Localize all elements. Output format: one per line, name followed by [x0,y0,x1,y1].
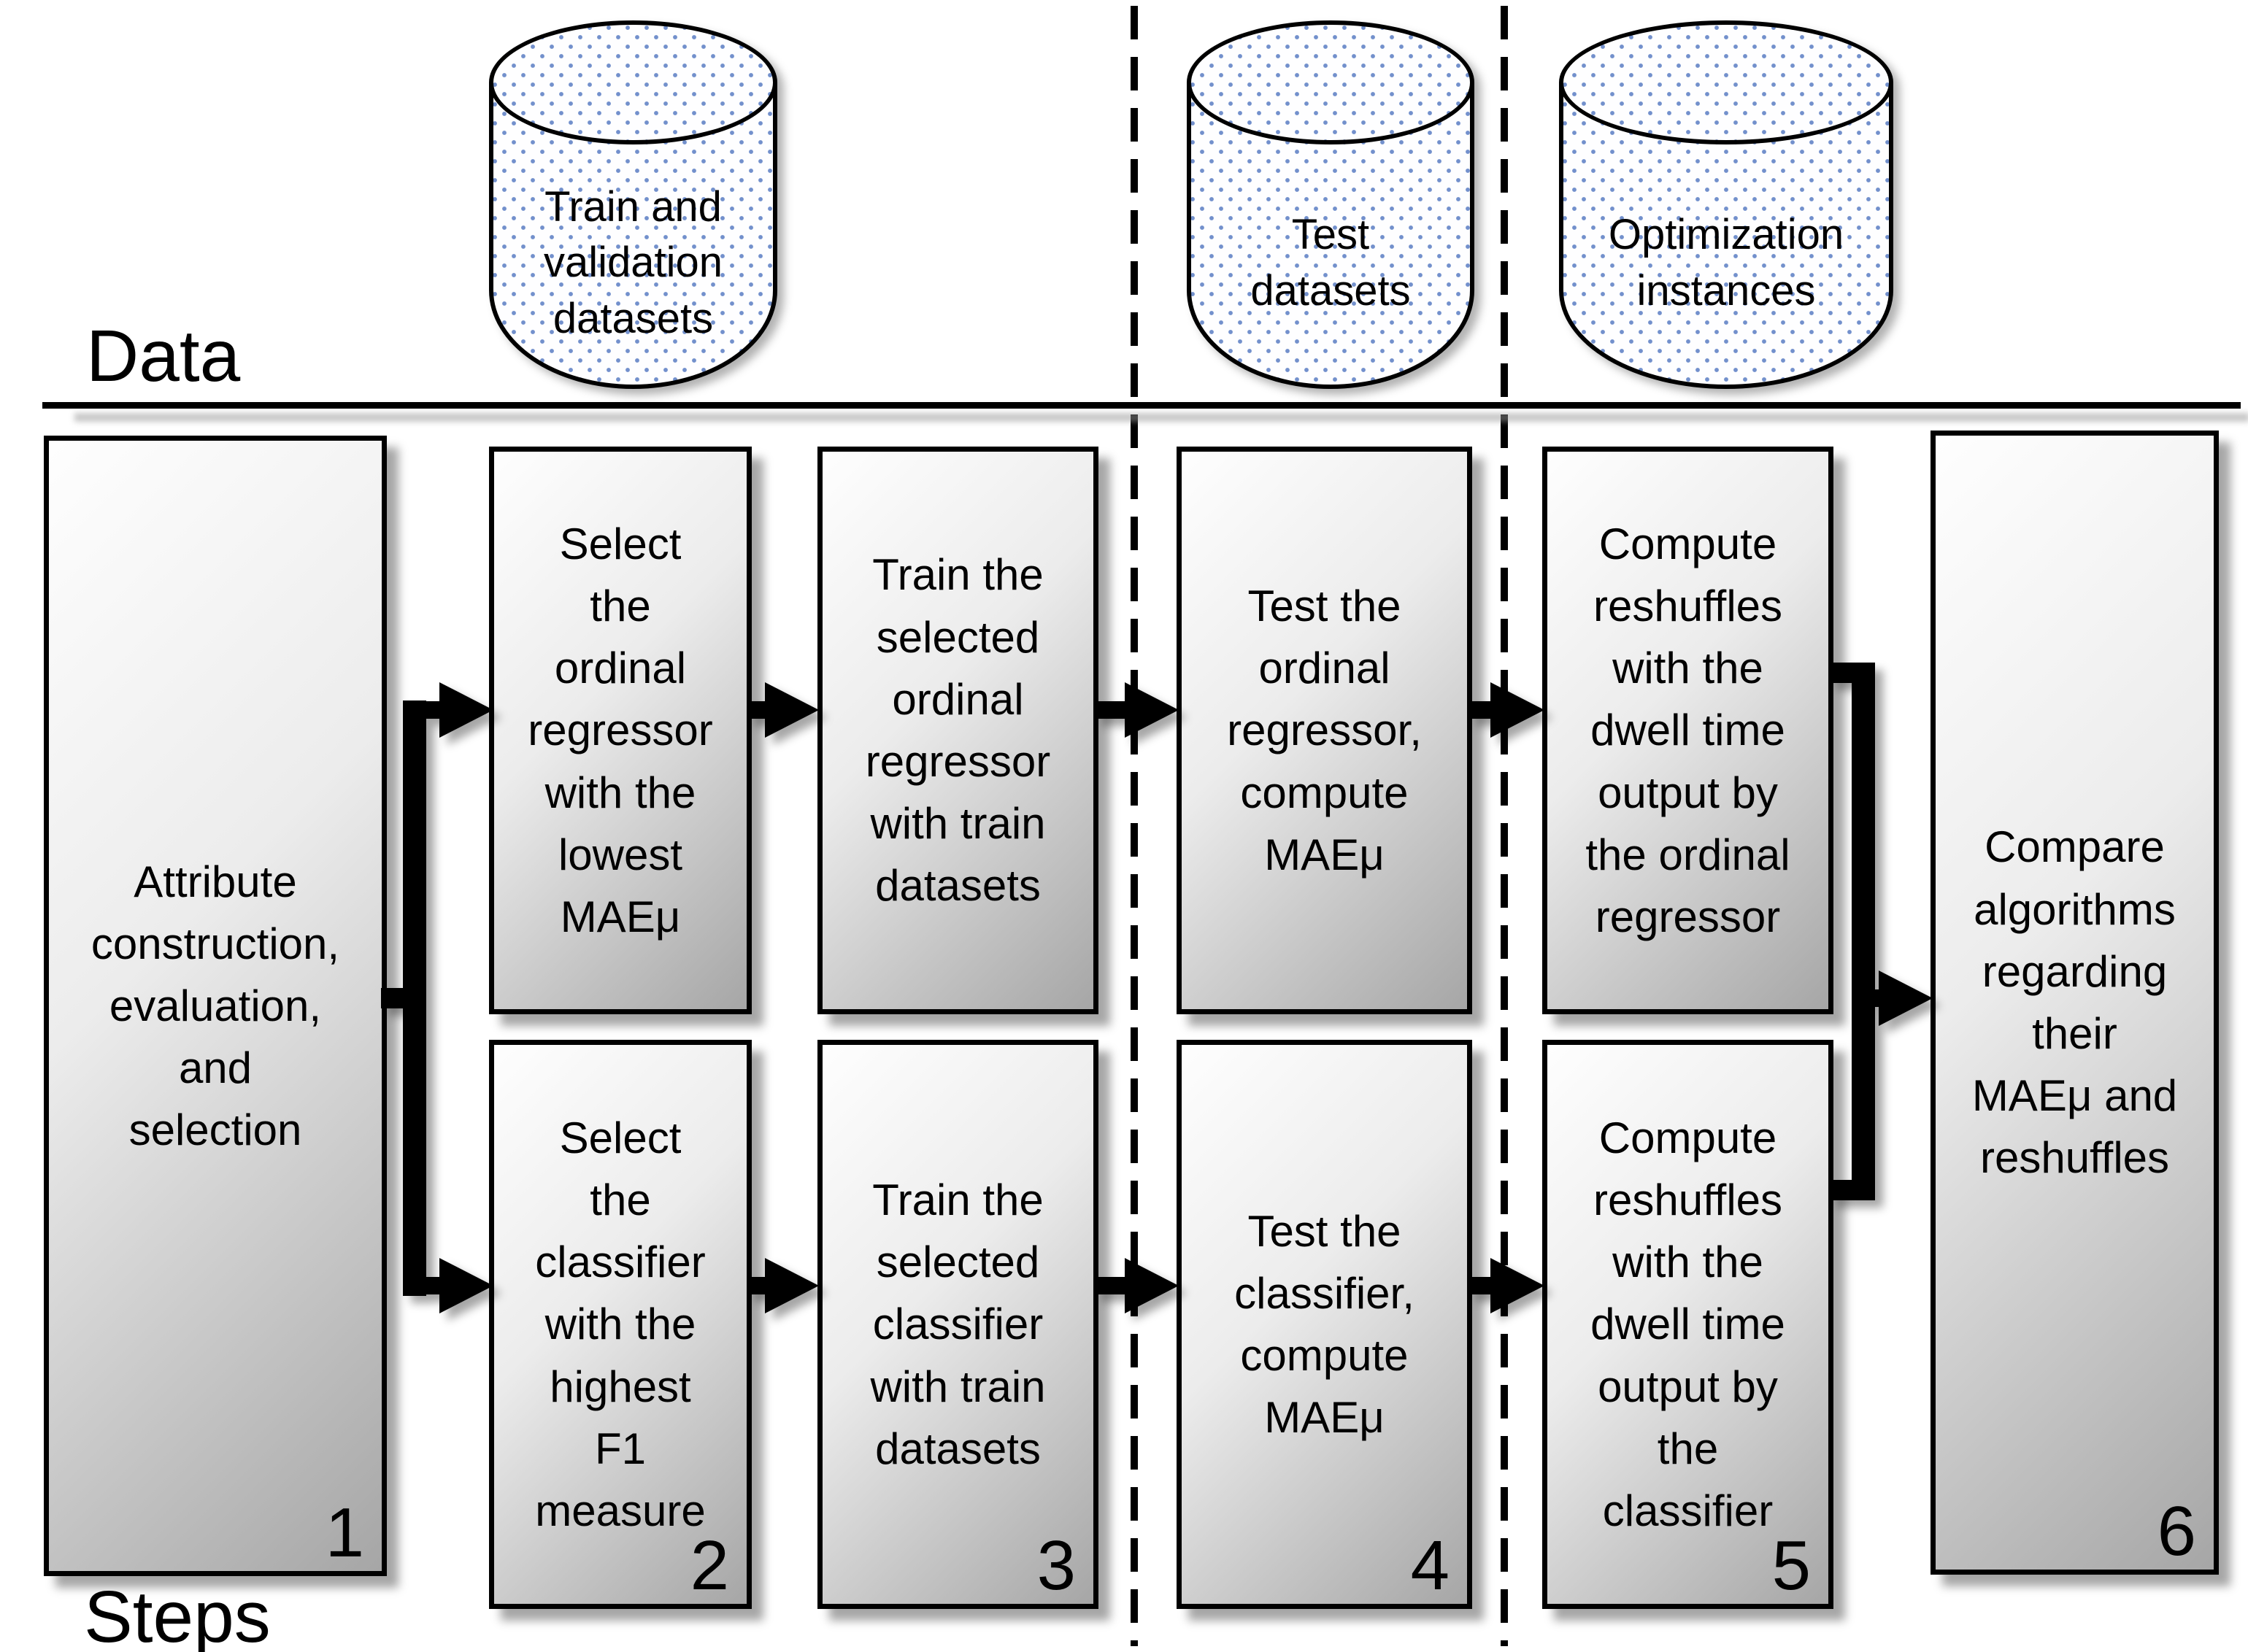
step-number-5: 5 [1771,1526,1811,1605]
step-number-6: 6 [2157,1492,2196,1570]
step-box-5-top-reshuffles-regressor: Compute reshuffles with the dwell time o… [1542,447,1833,1014]
arrow-4-to-5-bottom-shaft [1468,1277,1493,1294]
cylinder-top-ellipse [1187,20,1474,144]
step-box-text: Select the classifier with the highest F… [535,1113,706,1535]
arrow-4-to-5-top-shaft [1468,701,1493,719]
step-box-5-bottom-reshuffles-classifier: Compute reshuffles with the dwell time o… [1542,1040,1833,1609]
datastore-optimization: Optimization instances [1559,20,1893,389]
arrow-1-to-2-bottom-head-icon [439,1258,493,1313]
step-box-1-attribute-selection: Attribute construction, evaluation, and … [44,436,387,1576]
step-number-1: 1 [325,1494,364,1572]
datastore-train-validation-label: Train and validation datasets [543,182,723,342]
step-box-text: Compute reshuffles with the dwell time o… [1590,1113,1785,1535]
step-box-text: Select the ordinal regressor with the lo… [528,519,713,941]
step-box-text: Compute reshuffles with the dwell time o… [1585,519,1790,941]
data-steps-separator-line [42,402,2241,409]
datastore-test-label: Test datasets [1250,210,1411,314]
arrow-5-to-6-head-icon [1879,970,1933,1026]
split-connector-bar [403,700,426,1296]
step-box-text: Train the selected classifier with train… [870,1176,1046,1473]
step-box-text: Compare algorithms regarding their MAEμ … [1971,822,2178,1183]
step-box-text: Test the classifier, compute MAEμ [1234,1206,1414,1443]
step-box-4-bottom-test-classifier: Test the classifier, compute MAEμ 4 [1177,1040,1472,1609]
phase-divider-dashed-line-2 [1501,6,1508,1646]
arrow-4-to-5-top-head-icon [1490,682,1544,738]
arrow-2-to-3-bottom-head-icon [765,1258,819,1313]
arrow-3-to-4-top-shaft [1094,701,1128,719]
arrow-2-to-3-top-head-icon [765,682,819,738]
step-number-2: 2 [690,1526,729,1605]
step-number-3: 3 [1036,1526,1076,1605]
arrow-4-to-5-bottom-head-icon [1490,1258,1544,1313]
step-box-6-compare-algorithms: Compare algorithms regarding their MAEμ … [1931,431,2219,1575]
arrow-1-to-2-top-head-icon [439,682,493,738]
arrow-1-to-2-bottom-shaft [426,1277,441,1294]
arrow-1-to-2-top-shaft [426,701,441,719]
step-box-4-top-test-regressor: Test the ordinal regressor, compute MAEμ [1177,447,1472,1014]
data-section-label: Data [86,315,241,397]
cylinder-top-ellipse [489,20,777,144]
separator-shadow [74,413,2248,422]
step-box-3-bottom-train-classifier: Train the selected classifier with train… [817,1040,1098,1609]
steps-section-label: Steps [84,1576,271,1652]
step-box-3-top-train-regressor: Train the selected ordinal regressor wit… [817,447,1098,1014]
datastore-optimization-label: Optimization instances [1608,210,1844,314]
step-box-2-bottom-select-classifier: Select the classifier with the highest F… [489,1040,752,1609]
step-box-text: Train the selected ordinal regressor wit… [865,550,1051,911]
step-box-2-top-select-regressor: Select the ordinal regressor with the lo… [489,447,752,1014]
arrow-3-to-4-bottom-shaft [1094,1277,1128,1294]
cylinder-top-ellipse [1559,20,1893,144]
arrow-5-to-6-shaft [1871,989,1881,1007]
step-box-text: Attribute construction, evaluation, and … [91,857,340,1155]
step-box-text: Test the ordinal regressor, compute MAEμ [1227,582,1422,879]
merge-connector-bar [1852,663,1875,1200]
datastore-test: Test datasets [1187,20,1474,389]
phase-divider-dashed-line-1 [1131,6,1138,1646]
step-number-4: 4 [1410,1526,1450,1605]
datastore-train-validation: Train and validation datasets [489,20,777,389]
